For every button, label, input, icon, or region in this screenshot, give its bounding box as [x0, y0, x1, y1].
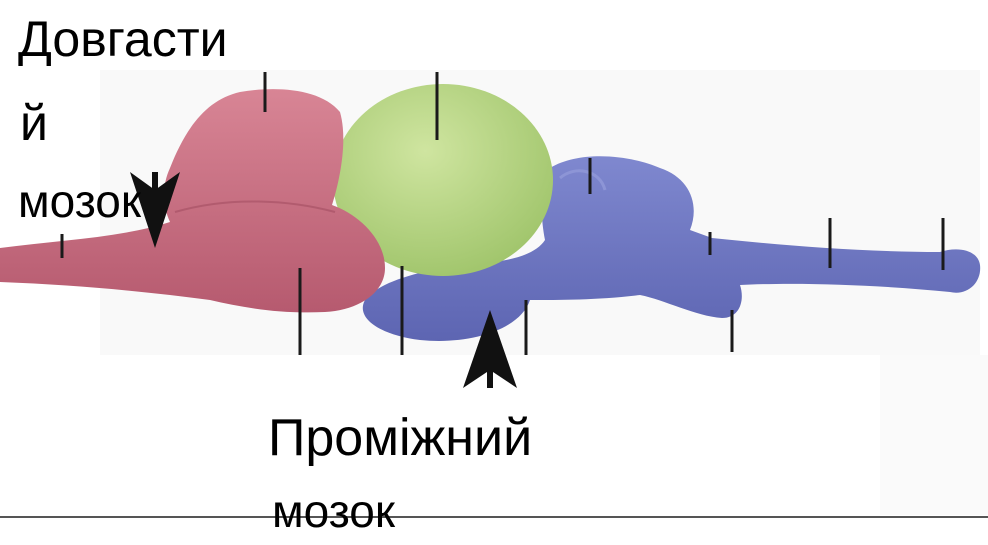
- diencephalon-label-line-2: мозок: [272, 485, 395, 537]
- diencephalon-label-line-1: Проміжний: [268, 409, 533, 467]
- medulla-label-line-1: Довгасти: [18, 11, 228, 67]
- hindbrain-shape: [0, 89, 385, 313]
- medulla-arrow: [130, 172, 180, 248]
- leader-lines: [60, 72, 945, 355]
- medulla-label-line-3: мозок: [18, 175, 141, 227]
- forebrain-shape: [362, 156, 981, 341]
- midbrain-shape: [333, 84, 553, 276]
- medulla-label-line-2: й: [20, 95, 48, 151]
- diencephalon-arrow: [463, 310, 517, 388]
